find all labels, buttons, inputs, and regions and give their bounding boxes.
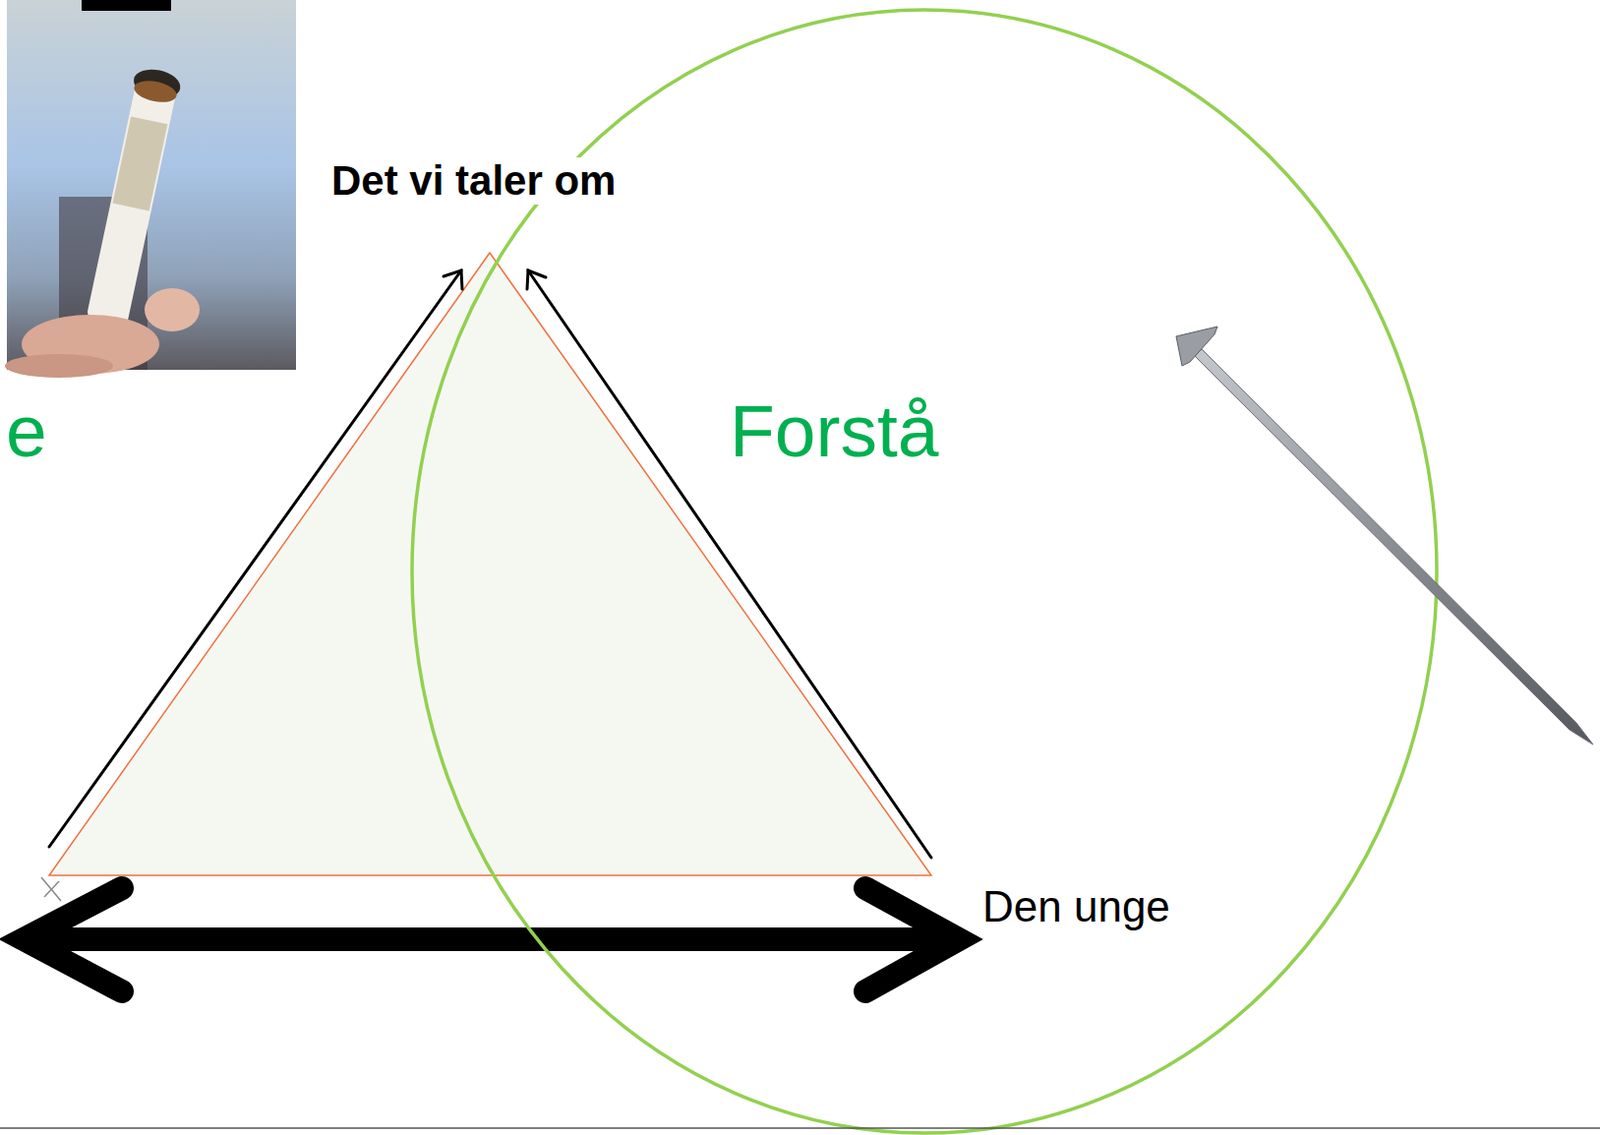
- topic-label: Det vi taler om: [328, 157, 619, 205]
- joint-photo: [4, 0, 297, 378]
- bottom-rule: [0, 1126, 1600, 1129]
- nail: [1176, 326, 1594, 745]
- green-label: e: [2, 388, 51, 474]
- green-label: Forstå: [726, 388, 943, 474]
- triangle: [49, 252, 932, 876]
- side-arrow: [49, 270, 932, 858]
- cross-mark: [41, 877, 61, 901]
- double-arrow: [23, 888, 959, 992]
- corner-label: Den unge: [979, 882, 1174, 933]
